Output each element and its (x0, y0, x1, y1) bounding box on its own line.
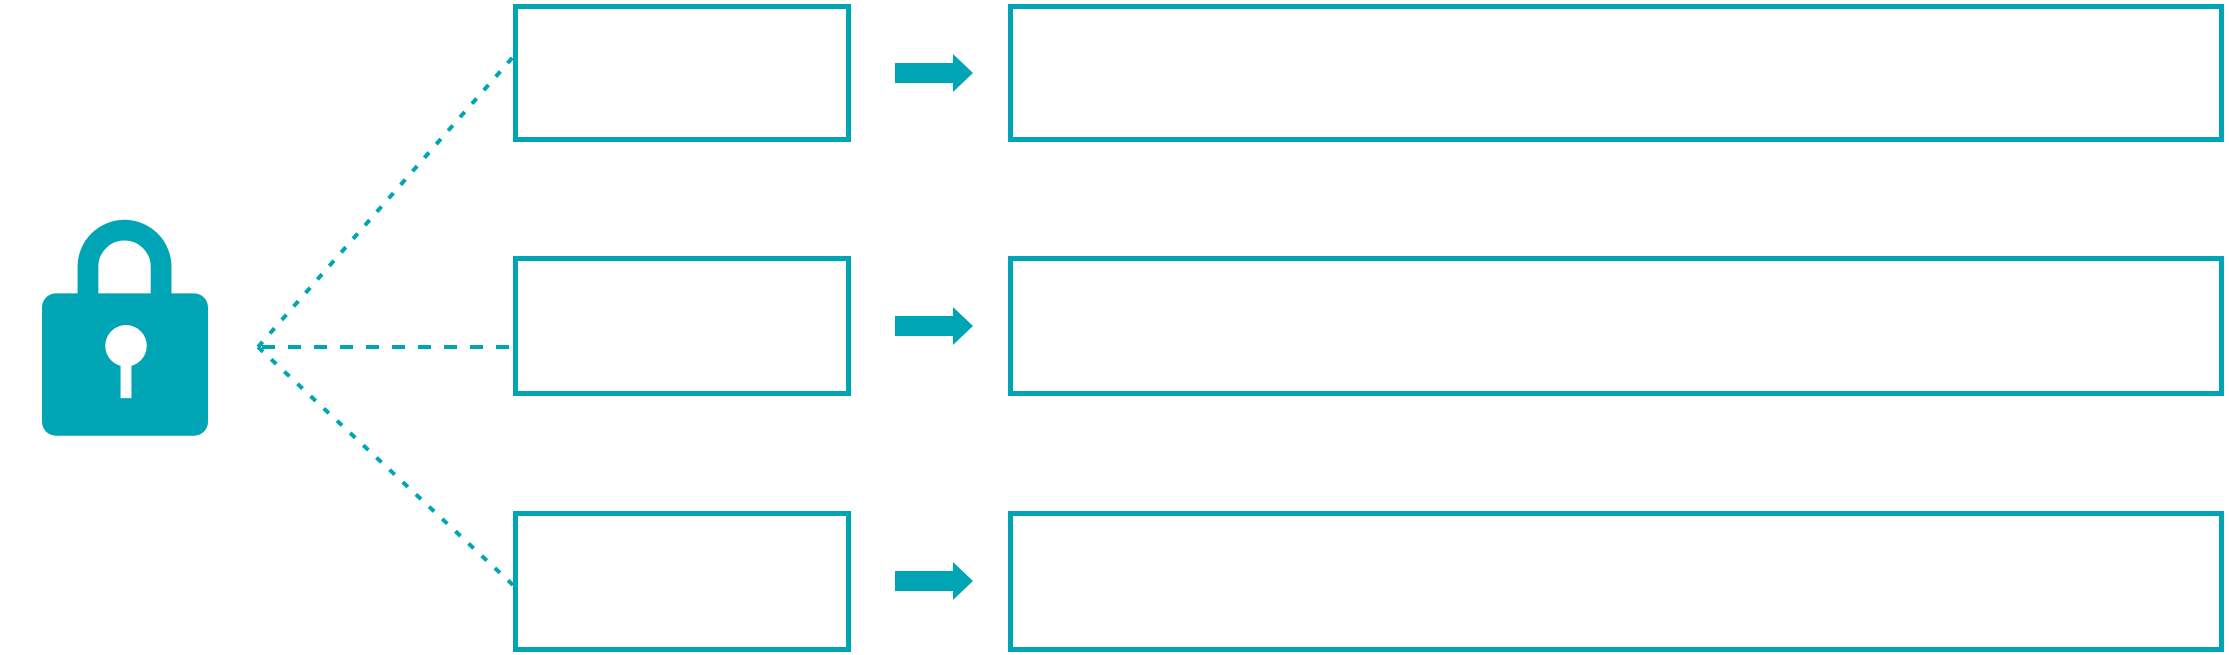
connector-line-bottom (256, 345, 515, 587)
arrow-right-icon (895, 307, 973, 345)
label-box-2 (513, 256, 851, 396)
arrow-right-icon (895, 54, 973, 92)
arrow-right-icon (895, 562, 973, 600)
label-box-1 (513, 4, 851, 142)
description-box-3 (1008, 511, 2224, 652)
description-box-2 (1008, 256, 2224, 396)
lock-keyhole (105, 325, 147, 367)
description-box-1 (1008, 4, 2224, 142)
connector-line-top (256, 55, 515, 349)
label-box-3 (513, 511, 851, 652)
lock-shackle (77, 219, 172, 314)
lock-keyhole-stem (120, 359, 132, 399)
lock-icon (42, 219, 209, 436)
